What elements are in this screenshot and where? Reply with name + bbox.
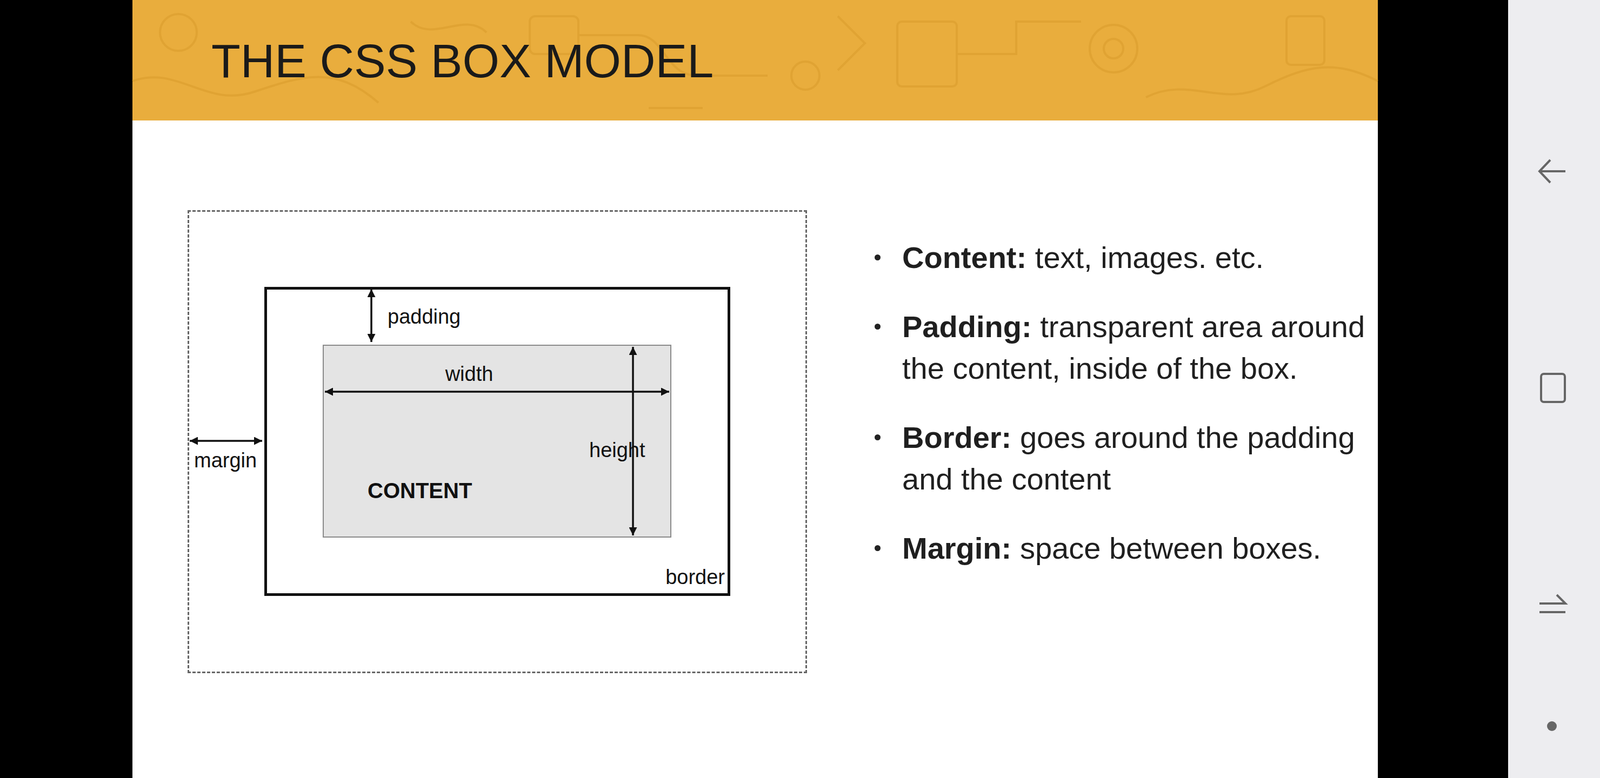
back-icon	[1539, 160, 1566, 183]
text-slot: border	[665, 565, 725, 591]
definition-text: space between boxes.	[1020, 531, 1322, 566]
width-arrow	[324, 390, 670, 393]
border-label: border	[665, 565, 725, 591]
term-label: Margin:	[902, 531, 1012, 566]
content-box: width heightCONTENT	[322, 344, 672, 538]
recents-icon	[1541, 374, 1565, 403]
definition-text: text, images. etc.	[1035, 240, 1264, 275]
margin-label: margin	[194, 448, 257, 474]
bullet-item: Padding:transparent area around the cont…	[902, 305, 1368, 390]
title-slot: THE CSS BOX MODEL	[211, 32, 714, 90]
padding-arrow	[370, 289, 373, 343]
text-slot: CONTENT	[367, 477, 472, 504]
margin-box: margin padding border width heightCONTENT	[187, 210, 808, 674]
switch-icon	[1539, 595, 1566, 613]
text-slot: margin	[194, 448, 257, 474]
content-label: CONTENT	[367, 477, 472, 504]
border-box: padding border width heightCONTENT	[264, 287, 731, 597]
bullet-list: Content:text, images. etc. Padding:transp…	[902, 236, 1368, 597]
text-slot: width	[445, 362, 494, 388]
height-label: height	[587, 438, 648, 464]
padding-label: padding	[387, 304, 461, 330]
text-slot: height	[587, 438, 648, 464]
term-label: Padding:	[902, 309, 1032, 344]
header-band	[132, 0, 1378, 121]
width-label: width	[445, 362, 494, 388]
bullet-item: Content:text, images. etc.	[902, 236, 1368, 279]
bullet-item: Border:goes around the padding and the c…	[902, 416, 1368, 500]
nav-bar	[1508, 0, 1600, 778]
bullet-item: Margin:space between boxes.	[902, 527, 1368, 570]
slide-title: THE CSS BOX MODEL	[211, 32, 714, 90]
text-slot: padding	[387, 304, 461, 330]
term-label: Content:	[902, 240, 1027, 275]
margin-arrow	[189, 440, 263, 443]
height-arrow	[631, 347, 635, 536]
nav-dot	[1547, 721, 1557, 732]
header-pattern	[132, 14, 1378, 109]
term-label: Border:	[902, 420, 1012, 455]
slide-panel	[132, 0, 1378, 778]
